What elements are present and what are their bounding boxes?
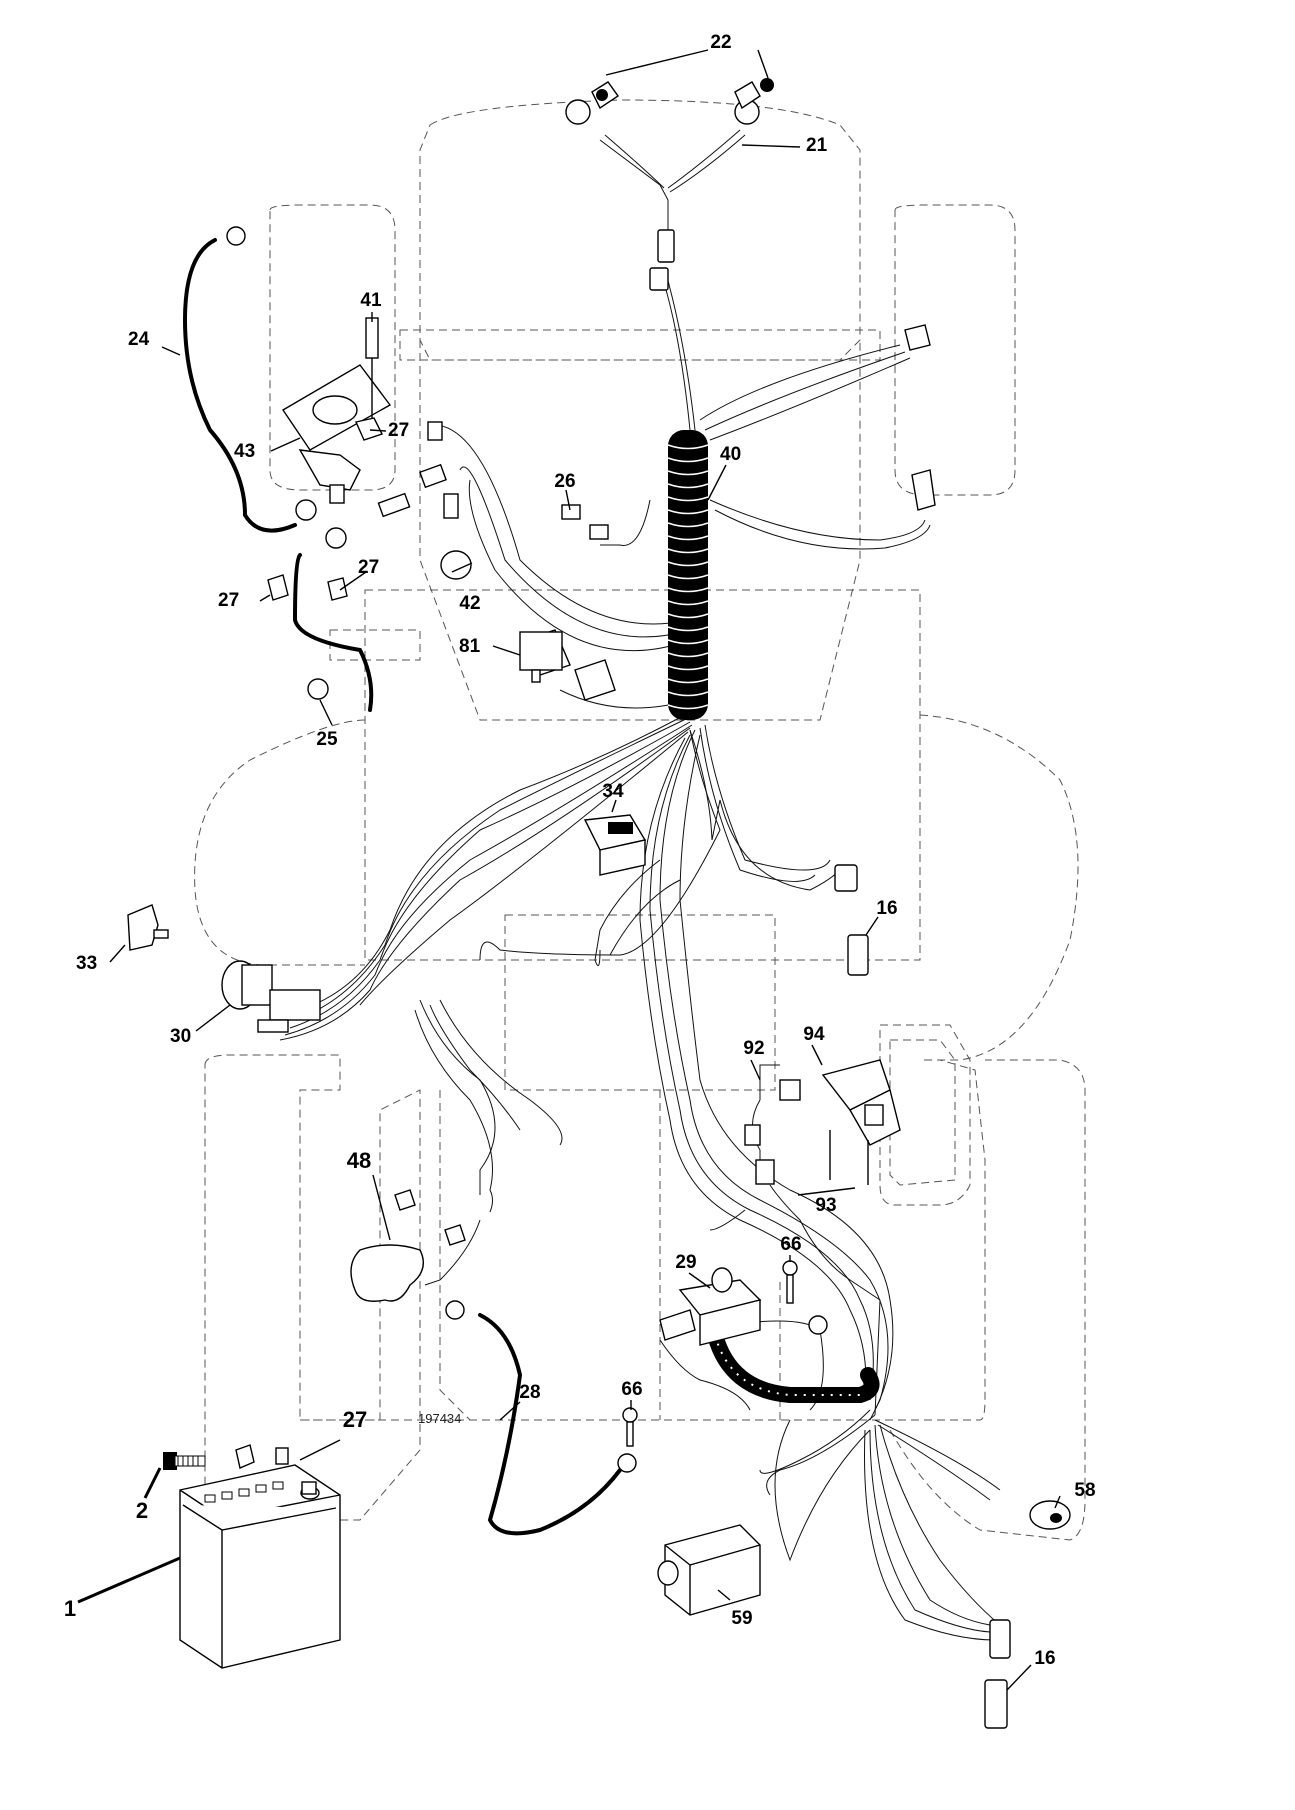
callout-labels: 22 21 24 41 43 27 27 27 25 42 40 26 81 3… bbox=[64, 32, 1096, 1669]
callout-41: 41 bbox=[360, 290, 382, 311]
callout-48: 48 bbox=[347, 1148, 371, 1173]
callout-43: 43 bbox=[234, 441, 255, 462]
drawing-number: 197434 bbox=[418, 1411, 461, 1426]
chassis-outline bbox=[194, 99, 1086, 1541]
callout-16-bottom: 16 bbox=[1034, 1648, 1055, 1669]
callout-59: 59 bbox=[731, 1608, 752, 1629]
callout-30: 30 bbox=[170, 1026, 191, 1047]
buzzer bbox=[1029, 1500, 1071, 1530]
callout-27-left: 27 bbox=[218, 590, 239, 611]
callout-1: 1 bbox=[64, 1596, 76, 1621]
callout-81: 81 bbox=[459, 636, 481, 657]
harness-loom bbox=[667, 430, 709, 720]
switch-94 bbox=[821, 1059, 901, 1185]
seat-switch bbox=[350, 1189, 466, 1302]
leader-lines bbox=[77, 49, 1061, 1691]
callout-27-mid: 27 bbox=[358, 557, 379, 578]
headlights bbox=[565, 78, 774, 291]
callout-24: 24 bbox=[128, 329, 150, 350]
callout-2: 2 bbox=[136, 1498, 148, 1523]
callout-26: 26 bbox=[554, 471, 575, 492]
relay bbox=[519, 631, 563, 683]
callout-21: 21 bbox=[806, 135, 828, 156]
callout-93: 93 bbox=[815, 1195, 836, 1216]
callout-92: 92 bbox=[743, 1038, 764, 1059]
rear-loom bbox=[707, 1327, 880, 1403]
callout-27-top: 27 bbox=[388, 420, 409, 441]
callout-40: 40 bbox=[720, 444, 741, 465]
rocker-switch bbox=[583, 814, 647, 876]
plug-29 bbox=[659, 1267, 762, 1346]
battery bbox=[179, 1464, 341, 1669]
callout-34: 34 bbox=[602, 781, 624, 802]
callout-66-right: 66 bbox=[780, 1234, 801, 1255]
callout-42: 42 bbox=[459, 593, 480, 614]
battery-bolt bbox=[163, 1444, 289, 1470]
callout-58: 58 bbox=[1074, 1480, 1095, 1501]
callout-29: 29 bbox=[675, 1252, 696, 1273]
callout-25: 25 bbox=[316, 729, 338, 750]
pto-switch bbox=[657, 1524, 761, 1616]
ring-terminals bbox=[226, 226, 828, 1473]
solenoid bbox=[267, 317, 392, 601]
callout-16-top: 16 bbox=[876, 898, 897, 919]
ignition-key bbox=[127, 904, 169, 951]
callout-27-battery: 27 bbox=[343, 1407, 367, 1432]
callout-66-left: 66 bbox=[621, 1379, 642, 1400]
callout-94: 94 bbox=[803, 1024, 825, 1045]
switch-92 bbox=[744, 1079, 801, 1185]
callout-33: 33 bbox=[76, 953, 97, 974]
ignition-switch bbox=[221, 960, 321, 1033]
harness-wires bbox=[279, 129, 1001, 1641]
callout-28: 28 bbox=[519, 1382, 540, 1403]
callout-22: 22 bbox=[710, 32, 731, 53]
cables bbox=[182, 238, 622, 1536]
